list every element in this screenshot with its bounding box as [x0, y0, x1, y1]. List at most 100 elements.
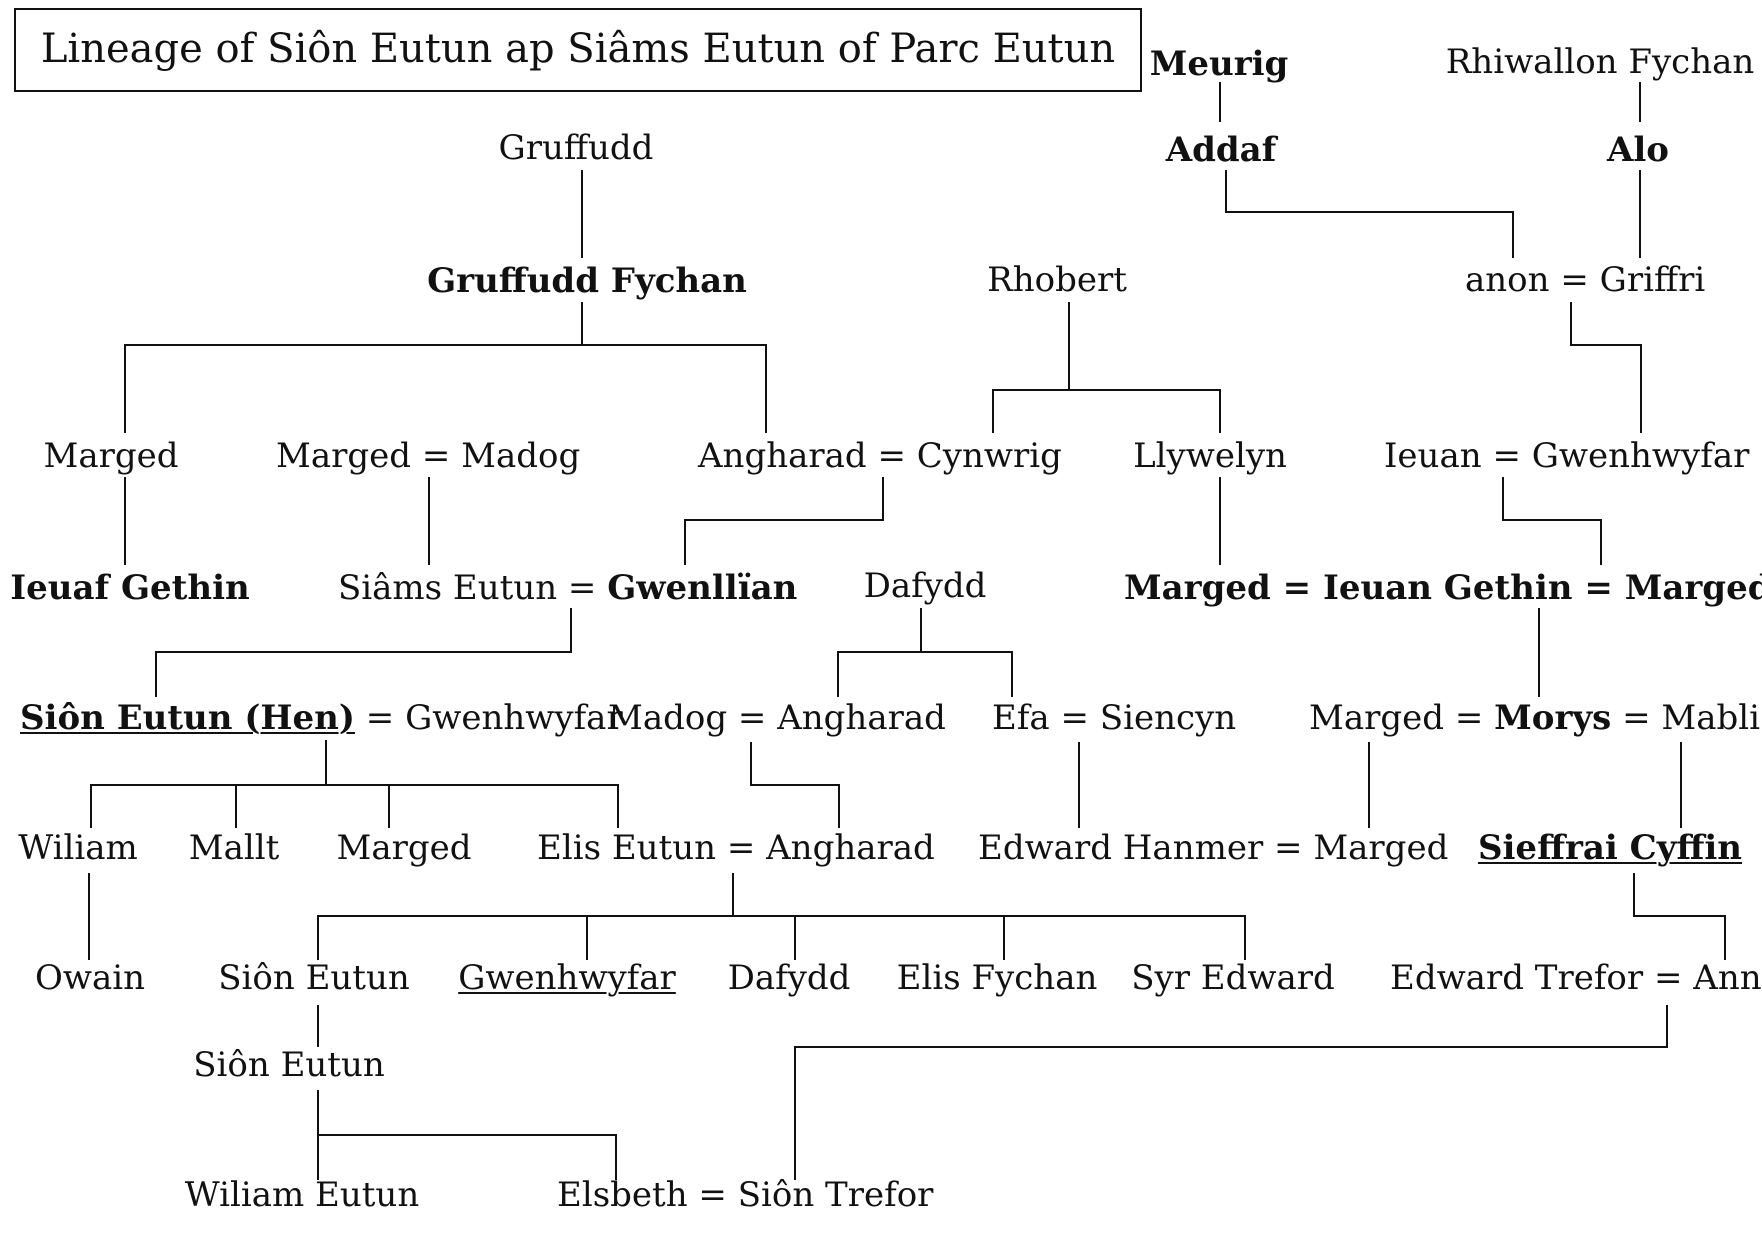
person-wiliam: Wiliam: [18, 828, 138, 868]
person-elis-fychan: Elis Fychan: [896, 958, 1098, 998]
couple-edward-hanmer-marged: Edward Hanmer = Marged: [978, 828, 1448, 868]
person-gwenllian: Gwenllïan: [607, 568, 798, 608]
person-sion-eutun: Siôn Eutun: [218, 958, 410, 998]
person-sion-trefor: Siôn Trefor: [737, 1175, 934, 1215]
couple-marged-madog: Marged = Madog: [276, 436, 580, 476]
person-angharad: Angharad: [777, 698, 946, 738]
person-gwenhwyfar: Gwenhwyfar: [1531, 436, 1750, 476]
person-ieuan: Ieuan: [1384, 436, 1482, 476]
diagram-title: Lineage of Siôn Eutun ap Siâms Eutun of …: [40, 26, 1116, 72]
connector-sion-children: [317, 1090, 617, 1180]
person-gwenhwyfar: Gwenhwyfar: [458, 958, 676, 998]
connector-ann-sion-trefor: [794, 1005, 1668, 1180]
connector-elis-bar: [317, 915, 1246, 960]
person-gruffudd: Gruffudd: [498, 128, 654, 168]
person-morys: Morys: [1494, 698, 1612, 738]
person-siams-eutun: Siâms Eutun: [338, 568, 558, 608]
couple-marged-morys-mabli: Marged = Morys = Mabli: [1309, 698, 1760, 738]
person-efa: Efa: [992, 698, 1050, 738]
connector-sieffrai-ann: [1633, 873, 1726, 960]
connector-sion-hen-bar: [90, 784, 619, 828]
person-rhobert: Rhobert: [987, 260, 1127, 300]
person-dafydd: Dafydd: [727, 958, 851, 998]
person-madog: Madog: [461, 436, 581, 476]
marriage-sign: =: [1492, 436, 1521, 476]
person-sion-eutun-hen: Siôn Eutun (Hen): [20, 698, 355, 738]
person-syr-edward: Syr Edward: [1131, 958, 1335, 998]
marriage-sign: =: [737, 698, 767, 738]
couple-marged-ieuan-gethin-marged: Marged = Ieuan Gethin = Marged: [1124, 568, 1762, 608]
couple-elsbeth-sion-trefor: Elsbeth = Siôn Trefor: [557, 1175, 933, 1215]
marriage-sign: =: [567, 568, 597, 608]
person-sion-eutun: Siôn Eutun: [193, 1045, 385, 1085]
marriage-sign: =: [421, 436, 451, 476]
connector-addaf-anon: [1225, 170, 1514, 258]
person-owain: Owain: [34, 958, 146, 998]
marriage-sign: =: [877, 436, 906, 476]
person-griffri: Griffri: [1599, 260, 1706, 300]
person-siencyn: Siencyn: [1099, 698, 1237, 738]
person-marged: Marged: [336, 828, 472, 868]
connector-gruffudd-fychan-bar: [124, 344, 767, 433]
person-marged: Marged: [1309, 698, 1444, 738]
connector-cynwrig-gwenllian: [684, 477, 884, 565]
marriage-sign: =: [1622, 698, 1651, 738]
marriage-sign: =: [1282, 568, 1312, 608]
person-angharad: Angharad: [766, 828, 935, 868]
person-ann: Ann: [1693, 958, 1762, 998]
marriage-sign: =: [1584, 568, 1613, 608]
person-dafydd: Dafydd: [863, 566, 987, 606]
person-marged: Marged: [1624, 568, 1762, 608]
person-anon: anon: [1465, 260, 1550, 300]
person-wiliam-eutun: Wiliam Eutun: [184, 1175, 420, 1215]
marriage-sign: =: [1060, 698, 1090, 738]
person-elsbeth: Elsbeth: [557, 1175, 688, 1215]
person-marged: Marged: [1313, 828, 1449, 868]
person-edward-hanmer: Edward Hanmer: [978, 828, 1264, 868]
person-marged: Marged: [43, 436, 179, 476]
marriage-sign: =: [1454, 698, 1484, 738]
person-addaf: Addaf: [1165, 130, 1277, 170]
person-sieffrai-cyffin: Sieffrai Cyffin: [1477, 828, 1743, 868]
couple-anon-griffri: anon = Griffri: [1465, 260, 1705, 300]
couple-edward-trefor-ann: Edward Trefor = Ann: [1390, 958, 1762, 998]
person-edward-trefor: Edward Trefor: [1390, 958, 1644, 998]
marriage-sign: =: [365, 698, 395, 738]
person-ieuaf-gethin: Ieuaf Gethin: [10, 568, 250, 608]
connector-griffri-ieuan: [1570, 302, 1642, 433]
marriage-sign: =: [1560, 260, 1589, 300]
connector-madog-angharad: [750, 742, 840, 828]
person-rhiwallon-fychan: Rhiwallon Fychan: [1445, 42, 1755, 82]
couple-angharad-cynwrig: Angharad = Cynwrig: [698, 436, 1062, 476]
person-mabli: Mabli: [1661, 698, 1760, 738]
couple-siams-gwenllian: Siâms Eutun = Gwenllïan: [338, 568, 797, 608]
couple-efa-siencyn: Efa = Siencyn: [992, 698, 1236, 738]
person-marged: Marged: [1124, 568, 1271, 608]
person-marged: Marged: [276, 436, 411, 476]
couple-ieuan-gwenhwyfar: Ieuan = Gwenhwyfar: [1384, 436, 1749, 476]
connector-siams-sion-hen: [155, 608, 572, 697]
person-gruffudd-fychan: Gruffudd Fychan: [427, 261, 747, 301]
connector-rhobert-bar: [992, 389, 1221, 433]
person-llywelyn: Llywelyn: [1133, 436, 1287, 476]
person-elis-eutun: Elis Eutun: [537, 828, 716, 868]
marriage-sign: =: [1274, 828, 1303, 868]
person-mallt: Mallt: [188, 828, 280, 868]
person-madog: Madog: [608, 698, 728, 738]
person-ieuan-gethin: Ieuan Gethin: [1322, 568, 1573, 608]
connector-ieuan-marged: [1502, 477, 1602, 565]
person-gwenhwyfar: Gwenhwyfar: [405, 698, 623, 738]
marriage-sign: =: [726, 828, 756, 868]
person-alo: Alo: [1607, 130, 1669, 170]
person-angharad: Angharad: [698, 436, 867, 476]
marriage-sign: =: [1653, 958, 1683, 998]
title-box: [14, 8, 1142, 92]
couple-sion-hen-gwenhwyfar: Siôn Eutun (Hen) = Gwenhwyfar: [20, 698, 623, 738]
couple-elis-angharad: Elis Eutun = Angharad: [537, 828, 935, 868]
couple-madog-angharad: Madog = Angharad: [608, 698, 946, 738]
connector-dafydd-bar: [837, 651, 1013, 697]
marriage-sign: =: [698, 1175, 727, 1215]
person-meurig: Meurig: [1149, 44, 1289, 84]
person-cynwrig: Cynwrig: [916, 436, 1062, 476]
